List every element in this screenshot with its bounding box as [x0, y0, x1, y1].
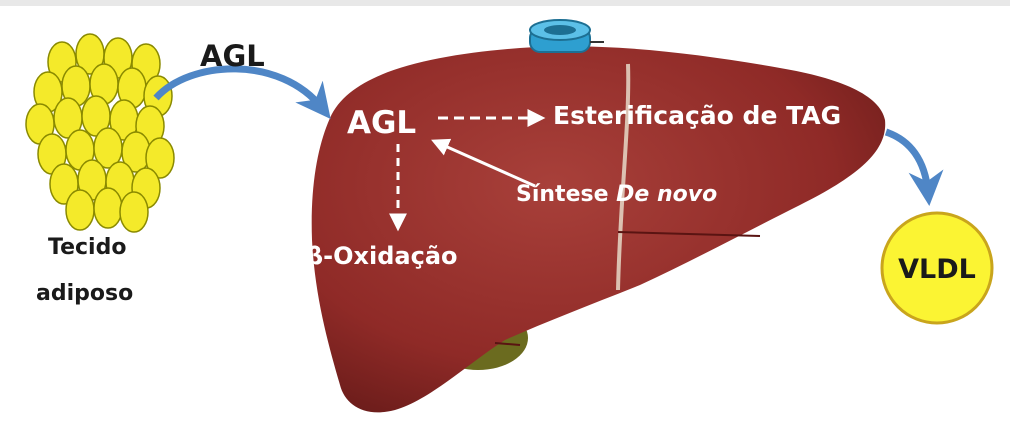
denovo-synthesis-label: Síntese De novo: [516, 182, 717, 207]
adipose-tissue-icon: [26, 34, 174, 232]
beta-oxidation-label: β-Oxidação: [306, 242, 458, 270]
agl-label-top: AGL: [200, 39, 265, 73]
agl-transport-arrow: [156, 69, 322, 108]
adipocyte-cell: [120, 192, 148, 232]
vldl-label: VLDL: [898, 254, 976, 285]
de-novo-text: De novo: [616, 182, 717, 207]
vldl-secretion-arrow: [886, 132, 928, 192]
esterification-label: Esterificação de TAG: [553, 101, 841, 130]
top-border: [0, 0, 1010, 6]
sintese-text: Síntese: [516, 182, 616, 207]
adipocyte-cell: [66, 190, 94, 230]
agl-label-liver: AGL: [347, 105, 416, 141]
adipose-label-line2: adiposo: [36, 281, 133, 306]
adipocyte-cell: [94, 188, 122, 228]
adipose-label-line1: Tecido: [48, 235, 126, 260]
